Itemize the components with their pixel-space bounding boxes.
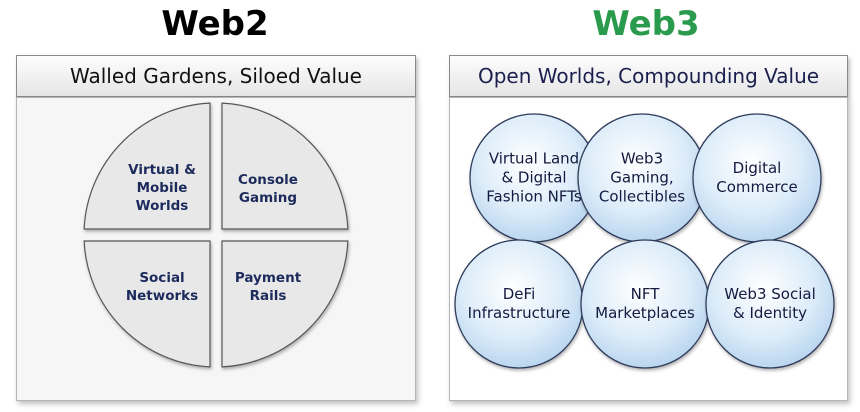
quadrant-label: Mobile (137, 180, 188, 196)
quadrant-label: Rails (250, 288, 287, 304)
quadrant-label: Console (238, 172, 298, 188)
web2-title: Web2 (161, 4, 269, 44)
bubble-label: DeFi (503, 285, 535, 303)
web2-header: Walled Gardens, Siloed Value (16, 55, 416, 97)
bubble-5 (705, 239, 835, 369)
bubble-label: Web3 Social (724, 285, 816, 303)
quadrant-label: Social (139, 270, 184, 286)
bubble-label: Infrastructure (468, 304, 571, 322)
web2-header-label: Walled Gardens, Siloed Value (70, 64, 362, 88)
web2-panel (16, 97, 416, 401)
bubble-label: Virtual Land (489, 150, 579, 168)
web3-header-label: Open Worlds, Compounding Value (477, 64, 820, 88)
web3-header: Open Worlds, Compounding Value (449, 55, 848, 97)
bubble-label: Collectibles (599, 188, 685, 206)
bubble-label: & Digital (501, 169, 566, 187)
quadrant-1 (221, 102, 349, 230)
quadrant-label: Virtual & (128, 162, 196, 178)
quadrant-label: Worlds (136, 198, 189, 214)
bubble-label: NFT (631, 285, 661, 303)
quadrant-label: Networks (126, 288, 198, 304)
quadrant-3 (221, 240, 349, 368)
bubble-label: Fashion NFTs (486, 188, 582, 206)
quadrant-2 (83, 240, 211, 368)
quadrant-label: Payment (235, 270, 302, 286)
bubble-label: Commerce (716, 178, 797, 196)
quadrant-label: Gaming (239, 190, 297, 206)
bubble-label: & Identity (733, 304, 807, 322)
quadrant-0 (83, 102, 211, 230)
bubble-label: Marketplaces (595, 304, 695, 322)
web3-title: Web3 (592, 4, 700, 44)
bubble-label: Digital (733, 159, 782, 177)
bubble-label: Web3 (621, 150, 663, 168)
bubble-label: Gaming, (610, 169, 673, 187)
